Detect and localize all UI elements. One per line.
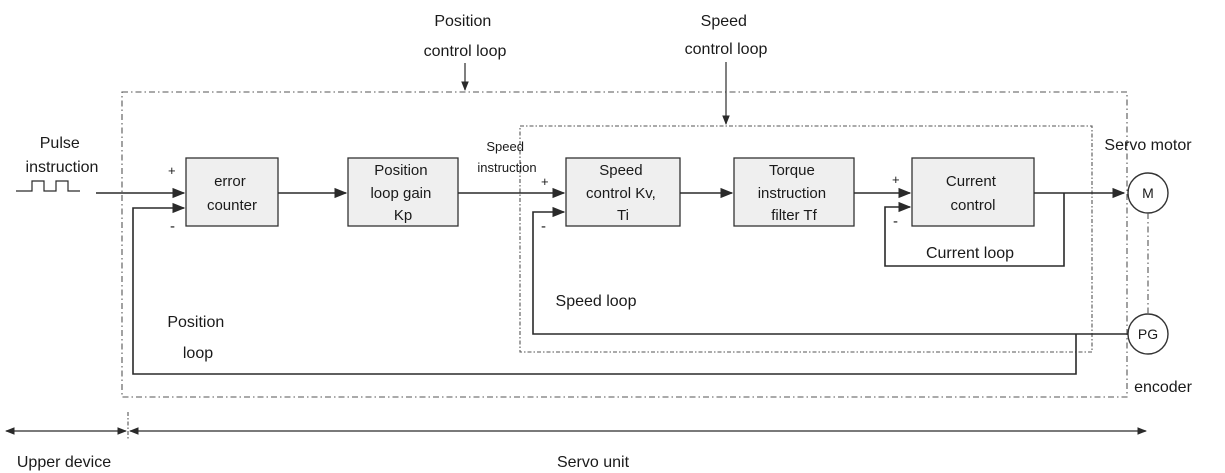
- current-loop-label: Current loop: [926, 245, 1014, 262]
- speed-plus-sign: +: [541, 174, 549, 189]
- speed-loop-label: Speed loop: [556, 293, 637, 310]
- pulse-instruction-label: Pulse instruction: [26, 135, 99, 176]
- encoder-label: encoder: [1134, 379, 1192, 396]
- speed-control-loop-label: Speed control loop: [685, 13, 768, 58]
- svg-text:Current control: Current control: [946, 173, 1000, 214]
- svg-text:Speed control Kv,: Speed control Kv, Ti: [586, 162, 660, 224]
- position-gain-block: Position loop gain Kp: [347, 157, 459, 227]
- position-control-loop-label: Position control loop: [424, 13, 507, 60]
- current-loop-feedback: [884, 193, 1065, 267]
- svg-text:Torque instruction: Torque instruction filter Tf: [758, 162, 831, 224]
- svg-text:error counter: error counter: [207, 173, 257, 214]
- position-loop-region: [121, 91, 1128, 398]
- current-minus-sign: -: [893, 213, 898, 230]
- current-plus-sign: +: [892, 172, 900, 187]
- speed-loop-region: [519, 125, 1093, 353]
- servo-unit-label: Servo unit: [557, 454, 630, 471]
- pulse-wave-icon: [16, 180, 80, 192]
- svg-text:Position loop gain: Position loop gain Kp: [370, 162, 435, 224]
- speed-instruction-label: Speed instruction: [477, 139, 536, 175]
- upper-device-label: Upper device: [17, 454, 111, 471]
- speed-minus-sign: -: [541, 218, 546, 235]
- current-control-block: Current control: [911, 157, 1035, 227]
- error-minus-sign: -: [170, 218, 175, 235]
- speed-loop-feedback: [532, 206, 1128, 335]
- speed-control-block: Speed control Kv, Ti: [565, 157, 681, 227]
- position-loop-label: Position loop: [167, 314, 228, 362]
- motor-letter: M: [1142, 185, 1154, 201]
- error-counter-block: error counter: [185, 157, 279, 227]
- error-plus-sign: +: [168, 163, 176, 178]
- servo-motor-label: Servo motor: [1104, 137, 1192, 154]
- position-loop-feedback: [132, 202, 1077, 375]
- encoder-letters: PG: [1138, 326, 1158, 342]
- torque-filter-block: Torque instruction filter Tf: [733, 157, 855, 227]
